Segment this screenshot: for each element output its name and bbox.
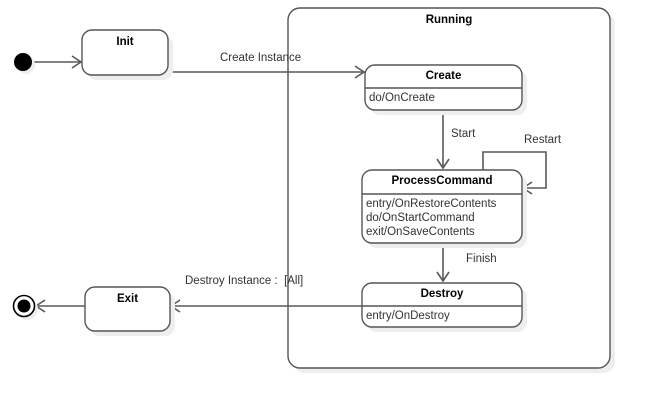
- process-state-body-line-3: exit/OnSaveContents: [366, 226, 475, 238]
- final-state-core: [17, 299, 31, 313]
- destroy-state-body-line-1: entry/OnDestroy: [366, 310, 450, 322]
- exit-state-title: Exit: [116, 293, 139, 305]
- destroy-state-box[interactable]: [361, 282, 523, 328]
- edge-process-self-loop: [482, 151, 547, 189]
- arrowhead-create-to-process: [436, 158, 450, 170]
- process-state-body-line-2: do/OnStartCommand: [366, 212, 475, 224]
- process-state-box[interactable]: [361, 169, 523, 244]
- process-state-body-line-1: entry/OnRestoreContents: [366, 198, 497, 210]
- exit-state-box[interactable]: [84, 286, 171, 332]
- initial-state-node[interactable]: [14, 53, 32, 71]
- arrowhead-initial-to-init: [71, 55, 83, 69]
- init-state-box[interactable]: [81, 29, 169, 76]
- transition-label-restart: Restart: [524, 134, 562, 146]
- transition-label-finish: Finish: [466, 253, 497, 265]
- process-state-title: ProcessCommand: [391, 175, 493, 187]
- transition-label-destroy-instance: Destroy Instance : [All]: [185, 275, 304, 287]
- init-state-title: Init: [116, 36, 134, 48]
- create-state-title: Create: [425, 70, 462, 82]
- create-state-body-line-1: do/OnCreate: [369, 92, 435, 104]
- transition-label-create-instance: Create Instance: [220, 52, 302, 64]
- arrowhead-init-to-create: [354, 65, 366, 79]
- destroy-state-title: Destroy: [420, 288, 464, 300]
- arrowhead-process-to-destroy: [436, 271, 450, 283]
- transition-label-start: Start: [451, 128, 476, 140]
- running-composite-title: Running: [425, 14, 473, 26]
